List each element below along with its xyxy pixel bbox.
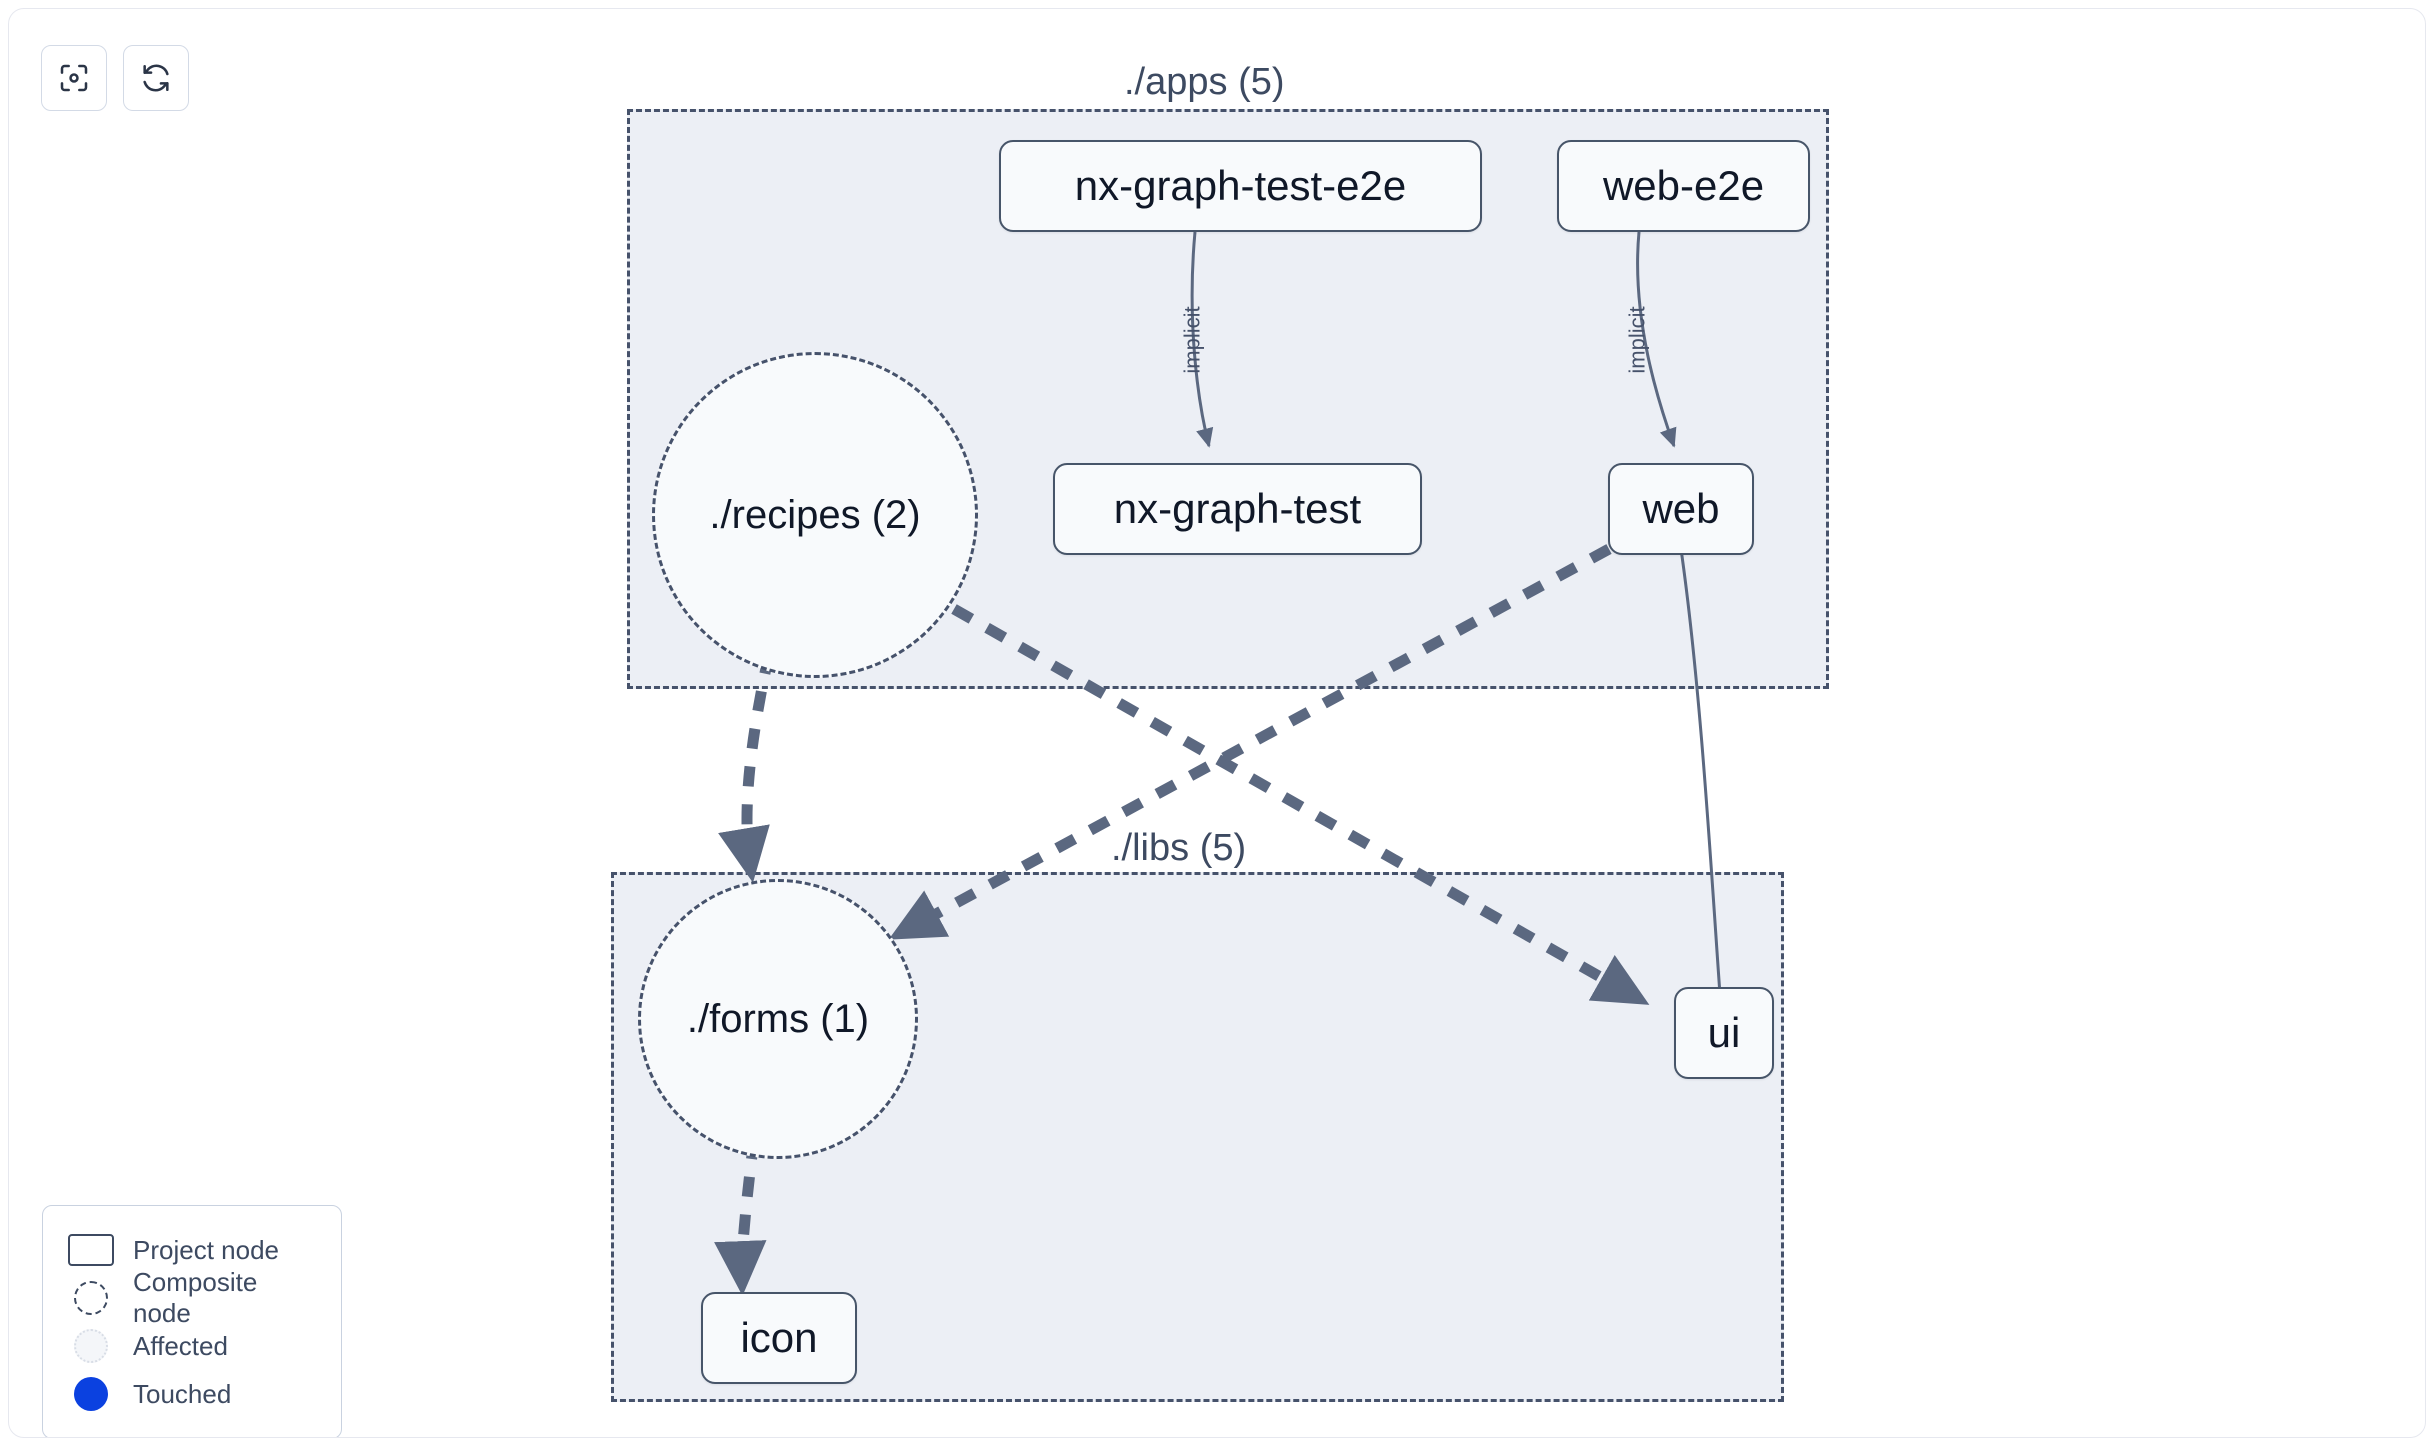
focus-graph-button[interactable] [41, 45, 107, 111]
legend-item-composite-node: Composite node [65, 1267, 319, 1328]
legend-item-touched: Touched [65, 1370, 319, 1418]
graph-canvas[interactable]: ./apps (5) ./libs (5) [9, 9, 2425, 1437]
group-label-libs: ./libs (5) [1101, 829, 1257, 867]
legend-item-project-node: Project node [65, 1226, 319, 1274]
project-node-nx-graph-test-e2e[interactable]: nx-graph-test-e2e [999, 140, 1482, 232]
refresh-graph-button[interactable] [123, 45, 189, 111]
legend-label: Composite node [133, 1267, 258, 1328]
composite-node-forms[interactable]: ./forms (1) [638, 879, 918, 1159]
legend-label: Affected [133, 1330, 228, 1361]
touched-swatch [65, 1377, 117, 1411]
edge-label-implicit-1: implicit [1179, 306, 1205, 374]
project-node-swatch [65, 1234, 117, 1266]
project-node-web-e2e[interactable]: web-e2e [1557, 140, 1810, 232]
affected-swatch [65, 1329, 117, 1363]
legend-label: Touched [133, 1378, 232, 1409]
project-node-nx-graph-test[interactable]: nx-graph-test [1053, 463, 1422, 555]
edge-label-implicit-2: implicit [1624, 306, 1650, 374]
legend-item-affected: Affected [65, 1322, 319, 1370]
legend-label: Project node [133, 1234, 279, 1265]
composite-node-recipes[interactable]: ./recipes (2) [652, 352, 978, 678]
graph-legend: Project node Composite node Affected Tou… [42, 1205, 342, 1437]
focus-target-icon [58, 62, 90, 94]
refresh-icon [140, 62, 172, 94]
project-node-icon[interactable]: icon [701, 1292, 857, 1384]
project-node-web[interactable]: web [1608, 463, 1754, 555]
graph-toolbar [41, 45, 189, 111]
project-node-ui[interactable]: ui [1674, 987, 1774, 1079]
composite-node-swatch [65, 1281, 117, 1315]
group-label-apps: ./apps (5) [1114, 63, 1295, 101]
graph-card: ./apps (5) ./libs (5) [8, 8, 2426, 1438]
